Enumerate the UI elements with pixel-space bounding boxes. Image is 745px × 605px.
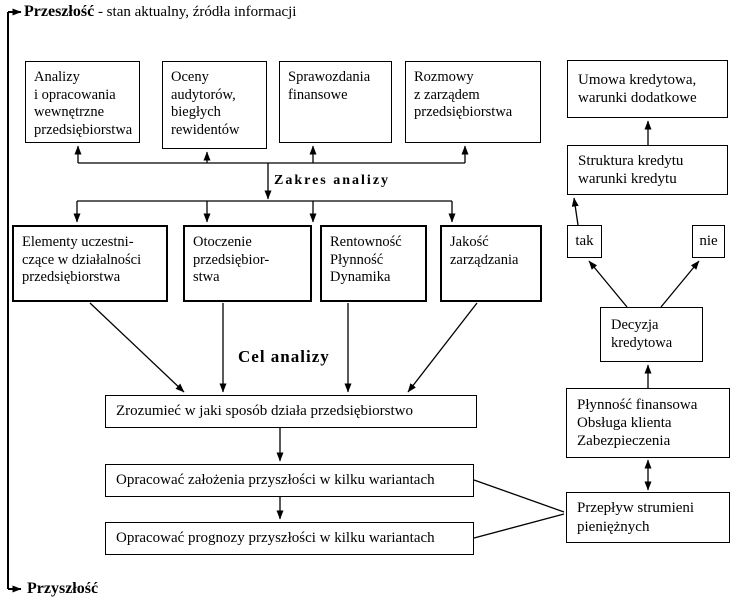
node-oceny-audytorow: Oceny audytorów, biegłych rewidentów — [162, 61, 267, 149]
timeline-axis — [7, 8, 22, 593]
node-analizy-wewnetrzne: Analizy i opracowania wewnętrzne przedsi… — [25, 61, 140, 143]
node-rentownosc-plynnosc: Rentowność Płynność Dynamika — [320, 225, 427, 302]
timeline-past-title: Przeszłość — [24, 3, 95, 20]
section-label-cel-analizy: Cel analizy — [238, 347, 330, 366]
section-label-zakres-analizy: Zakres analizy — [274, 173, 391, 188]
node-zrozumiec: Zrozumieć w jaki sposób działa przedsięb… — [105, 395, 477, 428]
node-sprawozdania-finansowe: Sprawozdania finansowe — [279, 61, 392, 143]
node-jakosc-zarzadzania: Jakość zarządzania — [440, 225, 542, 302]
node-rozmowy-z-zarzadem: Rozmowy z zarządem przedsiębiorstwa — [405, 61, 541, 143]
node-nie: nie — [692, 225, 725, 258]
node-tak: tak — [567, 225, 602, 258]
timeline-past-label: Przeszłość - stan aktualny, źródła infor… — [24, 3, 296, 21]
node-umowa-kredytowa: Umowa kredytowa, warunki dodatkowe — [567, 60, 728, 118]
node-decyzja-kredytowa: Decyzja kredytowa — [600, 307, 703, 362]
node-struktura-kredytu: Struktura kredytu warunki kredytu — [567, 145, 728, 195]
timeline-past-description: - stan aktualny, źródła informacji — [94, 4, 297, 20]
timeline-future-label: Przyszłość — [27, 580, 99, 597]
flow-arrows — [73, 120, 700, 539]
node-opracowac-prognozy: Opracować prognozy przyszłości w kilku w… — [105, 522, 474, 555]
node-plynnosc-finansowa: Płynność finansowa Obsługa klienta Zabez… — [566, 388, 730, 458]
node-przeplyw-strumieni: Przepływ strumieni pieniężnych — [566, 492, 730, 543]
node-otoczenie: Otoczenie przedsiębior- stwa — [183, 225, 312, 302]
node-elementy-dzialalnosci: Elementy uczestni- czące w działalności … — [12, 225, 168, 302]
node-opracowac-zalozenia: Opracować założenia przyszłości w kilku … — [105, 464, 474, 497]
